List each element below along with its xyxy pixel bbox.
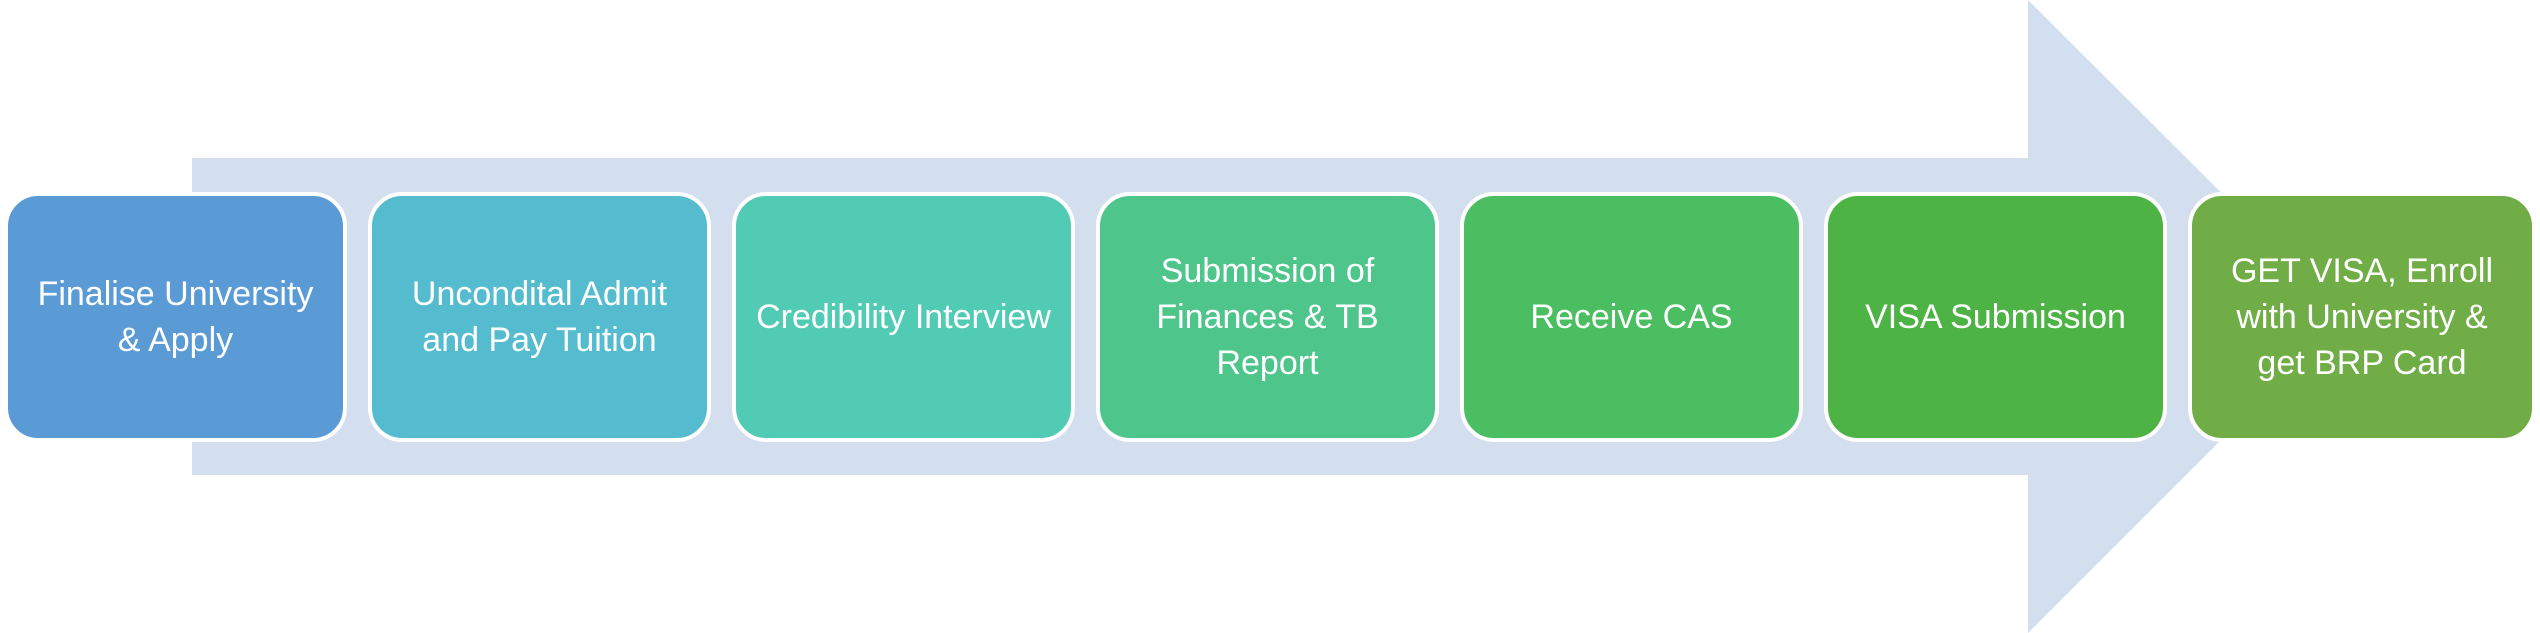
step-credibility-interview: Credibility Interview: [732, 192, 1075, 442]
step-label: Submission of Finances & TB Report: [1156, 252, 1379, 382]
step-submission-of-finances: Submission of Finances & TB Report: [1096, 192, 1439, 442]
step-label: VISA Submission: [1865, 298, 2126, 336]
step-label: Receive CAS: [1530, 298, 1733, 336]
step-finalise-university: Finalise University & Apply: [4, 192, 347, 442]
step-unconditional-admit: Uncondital Admit and Pay Tuition: [368, 192, 711, 442]
step-label: Uncondital Admit and Pay Tuition: [411, 275, 668, 359]
step-get-visa: GET VISA, Enroll with University & get B…: [2188, 192, 2536, 442]
step-receive-cas: Receive CAS: [1460, 192, 1803, 442]
step-visa-submission: VISA Submission: [1824, 192, 2167, 442]
step-label: GET VISA, Enroll with University & get B…: [2230, 252, 2494, 382]
step-label: Credibility Interview: [756, 298, 1051, 336]
step-label: Finalise University & Apply: [37, 275, 314, 359]
